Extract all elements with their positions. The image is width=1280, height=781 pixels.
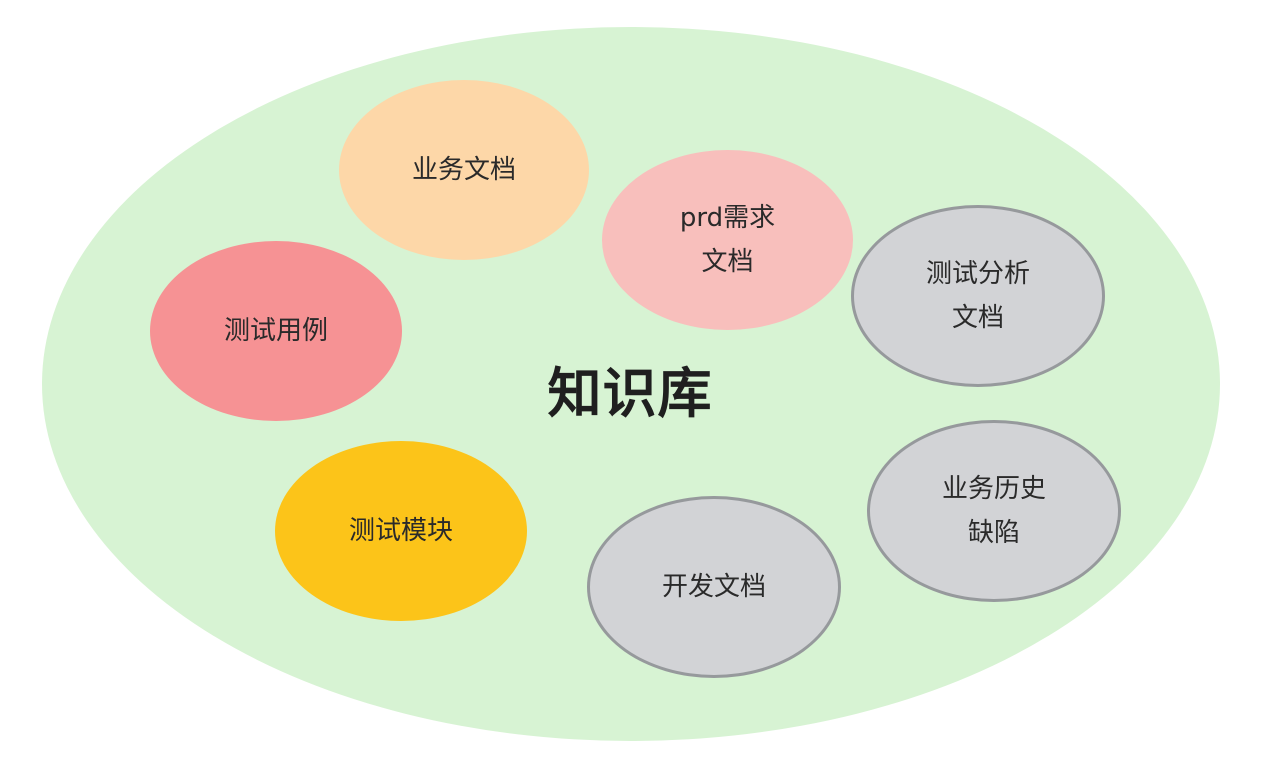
node-label: 测试模块 xyxy=(348,516,453,546)
node-prd-docs: prd需求 文档 xyxy=(602,150,853,330)
node-label: 缺陷 xyxy=(967,518,1020,548)
node-label: 文档 xyxy=(951,303,1004,333)
node-test-cases: 测试用例 xyxy=(150,241,402,421)
node-label: 业务文档 xyxy=(411,155,516,185)
node-test-analysis-docs: 测试分析 文档 xyxy=(851,205,1105,387)
node-business-history-defects: 业务历史 缺陷 xyxy=(867,420,1121,602)
node-dev-docs: 开发文档 xyxy=(587,496,841,678)
node-label: 开发文档 xyxy=(661,572,766,602)
node-label: prd需求 xyxy=(679,203,776,233)
node-label: 文档 xyxy=(701,247,754,277)
node-label: 业务历史 xyxy=(941,474,1046,504)
node-label: 测试分析 xyxy=(925,259,1030,289)
node-test-modules: 测试模块 xyxy=(275,441,527,621)
knowledge-base-title: 知识库 xyxy=(547,361,713,425)
node-business-docs: 业务文档 xyxy=(339,80,589,260)
node-label: 测试用例 xyxy=(223,316,328,346)
